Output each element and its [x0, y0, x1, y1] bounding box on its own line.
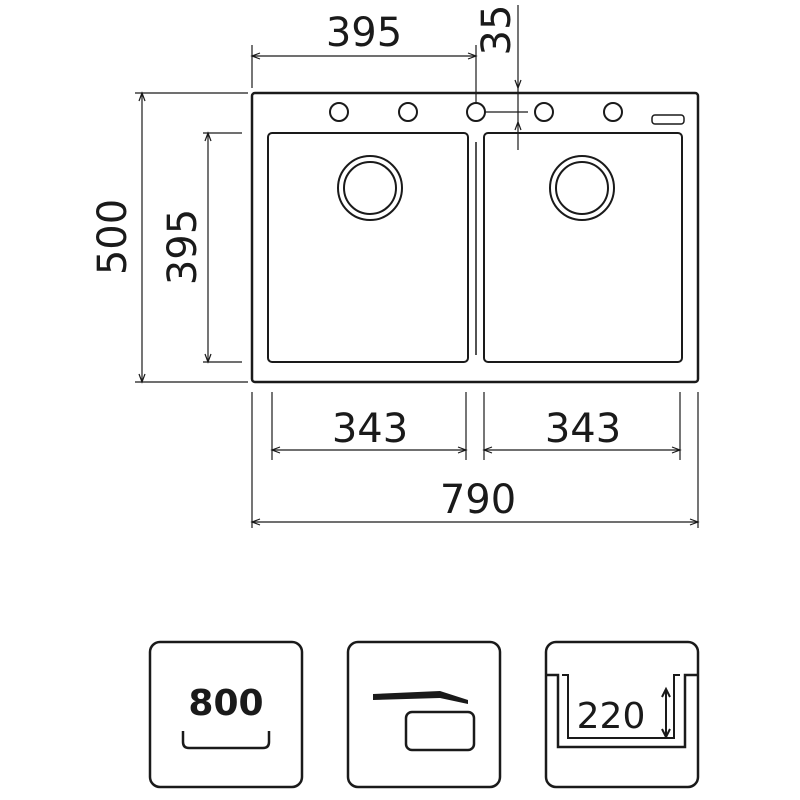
tap-hole-3	[466, 102, 486, 122]
bowl-depth-icon: 220	[544, 640, 700, 789]
left-drain	[337, 155, 403, 221]
dim-tap-offset: 35	[474, 5, 520, 56]
right-bowl	[483, 132, 683, 363]
left-bowl	[267, 132, 469, 363]
tap-hole-5	[603, 102, 623, 122]
tap-hole-4	[534, 102, 554, 122]
dim-overall-width: 790	[440, 477, 516, 523]
dim-top-width: 395	[326, 10, 402, 56]
dim-right-bowl-width: 343	[545, 406, 621, 452]
sink-plan	[250, 91, 700, 384]
faucet-icon	[346, 640, 502, 789]
cabinet-width-icon: 800	[148, 640, 304, 789]
right-drain	[549, 155, 615, 221]
cabinet-width-value: 800	[188, 683, 263, 724]
dimension-lines	[135, 5, 700, 528]
dim-left-bowl-width: 343	[332, 406, 408, 452]
tap-hole-1	[329, 102, 349, 122]
sink-outer-outline	[250, 91, 700, 384]
dim-overall-depth: 500	[90, 199, 136, 275]
overflow-slot	[651, 114, 685, 125]
tap-hole-2	[398, 102, 418, 122]
bowl-depth-value: 220	[577, 696, 646, 737]
dim-bowl-depth: 395	[160, 209, 206, 285]
